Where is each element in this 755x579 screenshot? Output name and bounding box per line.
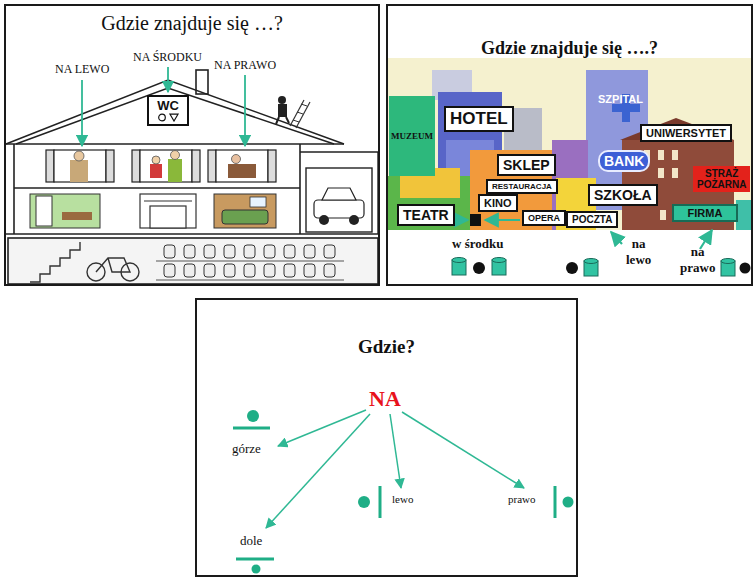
node-text: SZKOŁA bbox=[594, 187, 652, 203]
node-text: SKLEP bbox=[503, 157, 550, 173]
preposition: NA bbox=[369, 386, 401, 412]
wc-symbols bbox=[154, 113, 182, 122]
position-label: NA PRAWO bbox=[214, 58, 276, 73]
label-holder: SZPITAL bbox=[598, 93, 643, 105]
direction-word: górze bbox=[232, 441, 261, 457]
label-holder: NA LEWO bbox=[55, 62, 109, 77]
label-holder: na lewo bbox=[626, 236, 651, 268]
node-text: MUZEUM bbox=[391, 131, 433, 141]
node-text: STRAŻ POŻARNA bbox=[697, 168, 746, 190]
panel-title: Gdzie? bbox=[197, 300, 576, 358]
position-label: w środku bbox=[452, 236, 503, 252]
building-label: MUZEUM bbox=[389, 96, 435, 176]
panel-title: Gdzie znajduje się …? bbox=[6, 6, 378, 35]
label-holder: górze bbox=[232, 441, 261, 457]
building-label: POCZTA bbox=[566, 211, 618, 228]
label-holder: NA bbox=[369, 386, 401, 412]
building-label: SKLEP bbox=[497, 154, 556, 176]
city-drawing bbox=[388, 58, 753, 230]
building-name: SZPITAL bbox=[598, 93, 643, 105]
label-holder: prawo bbox=[508, 493, 536, 505]
node-text: FIRMA bbox=[688, 207, 723, 219]
picture-panel: Gdzie znajduje się …? WC bbox=[4, 4, 380, 286]
building-label: OPERA bbox=[522, 210, 566, 226]
position-label: NA LEWO bbox=[55, 62, 109, 77]
building-label: TEATR bbox=[397, 204, 455, 226]
node-text: POCZTA bbox=[572, 214, 612, 225]
building-label: STRAŻ POŻARNA bbox=[693, 166, 750, 192]
label-holder: lewo bbox=[392, 493, 413, 505]
building-label: KINO bbox=[478, 194, 518, 212]
label-holder: NA PRAWO bbox=[214, 58, 276, 73]
direction-word: lewo bbox=[392, 493, 413, 505]
node-text: WC bbox=[157, 98, 179, 113]
wc-sign: WC bbox=[147, 95, 189, 126]
node-text: HOTEL bbox=[450, 109, 508, 129]
picture-panel: Gdzie znajduje się ….? MUZEUM HOTEL SKLEP UN… bbox=[386, 4, 753, 286]
building-label: HOTEL bbox=[444, 106, 514, 132]
building-label: SZKOŁA bbox=[588, 184, 658, 206]
house-drawing bbox=[6, 70, 380, 284]
building-label: FIRMA bbox=[672, 204, 738, 222]
direction-symbols bbox=[233, 410, 574, 574]
node-text: BANK bbox=[604, 153, 644, 169]
building-label: BANK bbox=[598, 150, 650, 172]
leader-arrows bbox=[82, 67, 245, 146]
label-holder: NA ŚRODKU bbox=[133, 50, 202, 65]
node-text: UNIWERSYTET bbox=[646, 127, 726, 139]
direction-word: dole bbox=[240, 533, 262, 549]
node-text: RESTAURACJA bbox=[492, 182, 552, 191]
position-label: NA ŚRODKU bbox=[133, 50, 202, 65]
direction-word: prawo bbox=[508, 493, 536, 505]
leader-arrows bbox=[266, 410, 524, 528]
building-label: UNIWERSYTET bbox=[640, 124, 732, 142]
label-holder: na prawo bbox=[680, 244, 715, 276]
node-text: TEATR bbox=[403, 207, 449, 223]
panel-title: Gdzie znajduje się ….? bbox=[388, 6, 751, 59]
position-label: na lewo bbox=[626, 236, 651, 268]
node-text: OPERA bbox=[528, 213, 560, 223]
chimney-sweep bbox=[276, 96, 310, 128]
position-label: na prawo bbox=[680, 244, 715, 276]
building-label: RESTAURACJA bbox=[486, 179, 558, 194]
symbol-shape bbox=[159, 114, 166, 121]
node-text: KINO bbox=[484, 197, 512, 209]
symbol-shape bbox=[170, 114, 178, 121]
label-holder: w środku bbox=[452, 236, 503, 252]
label-holder: dole bbox=[240, 533, 262, 549]
